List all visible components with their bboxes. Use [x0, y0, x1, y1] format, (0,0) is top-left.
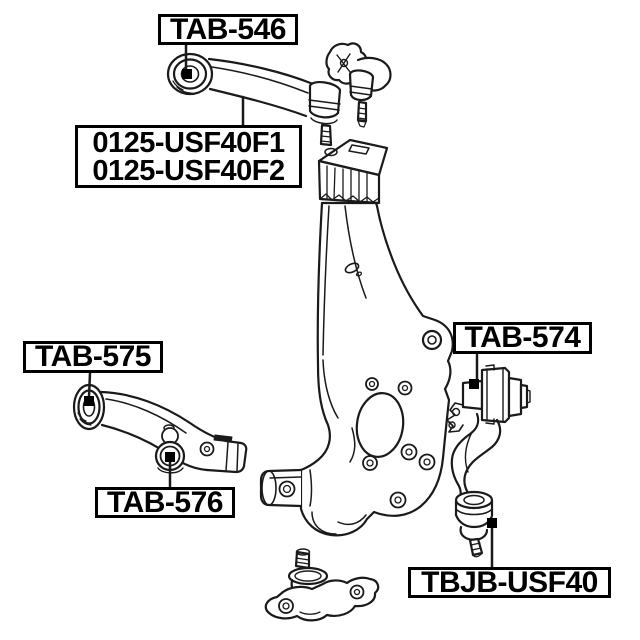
label-upper-arm-code-1: 0125-USF40F1 [92, 126, 285, 159]
front-lower-control-arm-drawing [72, 383, 248, 474]
label-tab-576: TAB-576 [95, 487, 235, 518]
callout-leader-lines [87, 43, 494, 569]
label-tab-574: TAB-574 [453, 322, 592, 354]
rear-upper-arm-drawing [446, 364, 531, 558]
label-upper-arm-codes: 0125-USF40F1 0125-USF40F2 [75, 125, 302, 188]
steering-knuckle-drawing [259, 138, 454, 537]
marker-rear-upper-arm-bushing [469, 379, 479, 389]
stabilizer-link-drawing [325, 42, 392, 128]
leader-tab575 [87, 371, 92, 399]
marker-lower-ball-joint [487, 518, 497, 528]
marker-lower-arm-rear-bushing [165, 452, 175, 462]
marker-lower-arm-front-bushing [84, 396, 94, 406]
marker-upper-arm-bushing [182, 69, 192, 79]
front-upper-control-arm-drawing [166, 52, 342, 147]
attachment-markers [84, 69, 497, 528]
label-upper-arm-code-2: 0125-USF40F2 [92, 154, 285, 187]
lower-ball-joint-drawing [264, 548, 380, 622]
label-tab-575: TAB-575 [23, 341, 163, 373]
label-tbjb-usf40: TBJB-USF40 [408, 567, 611, 598]
label-tab-546: TAB-546 [158, 14, 298, 45]
